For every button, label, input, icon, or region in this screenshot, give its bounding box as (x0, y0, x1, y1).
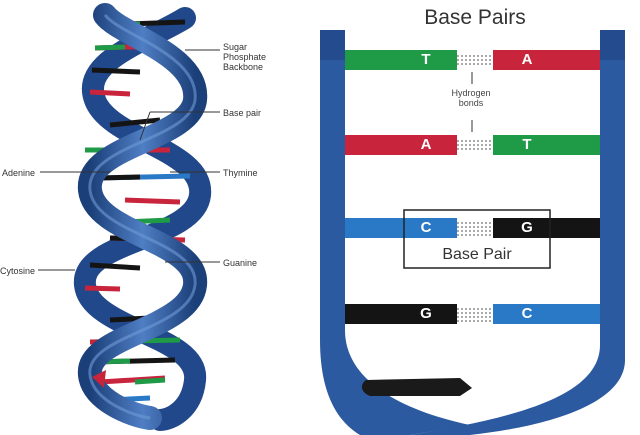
label-leader-lines (38, 49, 220, 271)
label-guanine: Guanine (223, 258, 258, 268)
rung-2-left-base: A (420, 136, 432, 153)
base-pairs-ladder (320, 30, 625, 435)
diagram-title: Base Pairs (424, 6, 526, 29)
left-backbone-rail (320, 30, 470, 435)
label-hydrogen-bonds: Hydrogen bonds (451, 88, 491, 108)
label-cytosine: Cytosine (0, 266, 36, 276)
hydrogen-bond-lines (457, 55, 493, 322)
rung-3-left-base: C (420, 219, 432, 236)
label-base-pair: Base pair (223, 108, 262, 118)
strand-end-arrow-icon (92, 370, 106, 388)
label-thymine: Thymine (223, 168, 258, 178)
label-base-pair-box: Base Pair (442, 246, 512, 263)
rung-2 (345, 135, 600, 155)
rung-4-left-base: G (420, 305, 432, 322)
rung-3 (345, 218, 600, 238)
label-adenine: Adenine (2, 168, 36, 178)
label-sugar-phosphate-backbone: Sugar Phosphate Backbone (223, 42, 267, 72)
helix-base-pairs (84, 19, 191, 403)
rung-1-right-base: A (521, 51, 533, 68)
rung-3-right-base: G (521, 219, 533, 236)
rung-4 (345, 304, 600, 324)
rung-1-left-base: T (421, 51, 431, 68)
base-pair-highlight-box (403, 209, 551, 269)
rung-4-right-base: C (521, 305, 533, 322)
rung-2-right-base: T (522, 136, 532, 153)
right-backbone-rail (410, 30, 625, 435)
rung-1 (345, 50, 600, 70)
